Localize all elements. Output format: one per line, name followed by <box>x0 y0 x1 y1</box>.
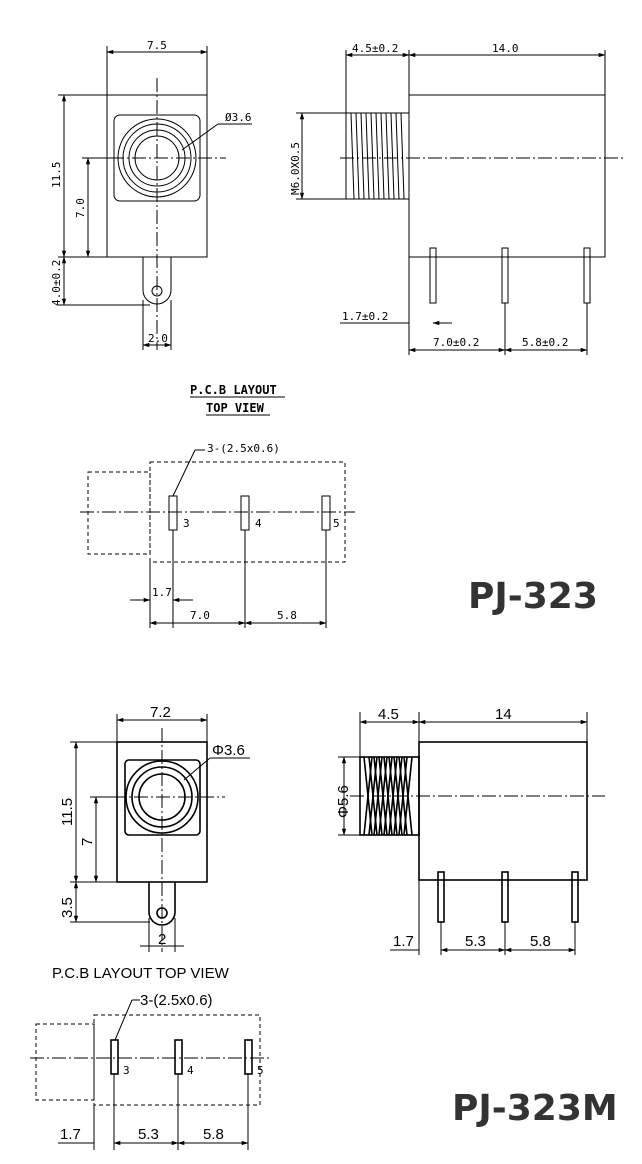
pj323-thread-len-label: 4.5±0.2 <box>352 42 398 55</box>
pj323m-pcb-hole-4 <box>174 1039 183 1075</box>
pj323-pitch2-label: 5.8±0.2 <box>522 336 568 349</box>
pj323m-thread-label: Φ5.6 <box>335 785 352 818</box>
pj323m-front-pin <box>148 882 176 926</box>
pj323-pcb-title: P.C.B LAYOUT <box>190 383 277 397</box>
pj323m-pcb-holes-label: 3-(2.5x0.6) <box>140 992 213 1009</box>
pj323m-pin-label-5: 5 <box>257 1064 264 1077</box>
pj323-pcb-d3-label: 5.8 <box>277 609 297 622</box>
pj323m-model-label: PJ-323M <box>452 1088 618 1129</box>
pj323-pitch1-label: 7.0±0.2 <box>433 336 479 349</box>
pj323m-front-view: 7.2 Φ3.6 11.5 7 3.5 2 <box>59 704 250 952</box>
pj323-pcb-hole-4 <box>240 495 250 531</box>
pj323-pin-label-4: 4 <box>255 517 262 530</box>
pj323m-pcb-hole-5 <box>244 1039 253 1075</box>
pj323m-pcb-body-outline <box>93 1014 261 1106</box>
pj323m-body-len-label: 14 <box>495 706 512 723</box>
pj323-pin-label-5: 5 <box>333 517 340 530</box>
pj323-side-body <box>408 94 606 258</box>
pj323-side-pin-3 <box>583 247 591 304</box>
pj323m-diameter-label: Φ3.6 <box>212 742 245 759</box>
pj323m-pcb-thread-outline <box>35 1023 95 1101</box>
pj323-center-height-label: 7.0 <box>74 198 87 218</box>
pj323-pcb-d2-label: 7.0 <box>190 609 210 622</box>
pj323m-pin-offset-label: 1.7 <box>393 933 414 950</box>
pj323-pcb-hole-5 <box>321 495 331 531</box>
pj323m-pcb-hole-3 <box>110 1039 119 1075</box>
pj323-model-label: PJ-323 <box>468 576 598 617</box>
pj323m-width-label: 7.2 <box>150 704 171 721</box>
pj323m-height-label: 11.5 <box>59 798 76 826</box>
pj323m-pin-label-3: 3 <box>123 1064 130 1077</box>
pj323-pin-width-label: 2.0 <box>148 332 168 345</box>
pj323-side-pin-1 <box>429 247 437 304</box>
pj323m-thread-len-label: 4.5 <box>378 706 399 723</box>
pj323-pcb-hole-3 <box>168 495 178 531</box>
pj323m-pitch2-label: 5.8 <box>530 933 551 950</box>
pj323-pcb-thread-outline <box>87 471 151 555</box>
pj323-pcb-d1-label: 1.7 <box>152 586 172 599</box>
pj323-pin-label-3: 3 <box>183 517 190 530</box>
pj323m-pcb-d3-label: 5.8 <box>203 1126 224 1143</box>
pj323m-pcb-d2-label: 5.3 <box>138 1126 159 1143</box>
pj323m-pcb-title: P.C.B LAYOUT TOP VIEW <box>52 965 230 982</box>
pj323-pcb-layout: P.C.B LAYOUT TOP VIEW 3 4 5 3-(2.5x0.6) … <box>80 383 355 628</box>
pj323m-pitch1-label: 5.3 <box>465 933 486 950</box>
pj323-height-label: 11.5 <box>50 162 63 189</box>
pj323-front-pin <box>142 257 172 305</box>
pj323m-pin-width-label: 2 <box>158 931 166 948</box>
pj323m-pcb-d1-label: 1.7 <box>60 1126 81 1143</box>
pj323m-pin-length-label: 3.5 <box>59 897 76 918</box>
pj323-pin-length-label: 4.0±0.2 <box>50 260 63 306</box>
pj323-width-label: 7.5 <box>147 39 167 52</box>
pj323-thread-label: M6.0X0.5 <box>289 142 302 195</box>
pj323-side-view: 4.5±0.2 14.0 M6.0X0.5 1.7±0.2 7.0±0.2 5.… <box>289 42 625 355</box>
pj323-thread <box>345 112 410 200</box>
pj323m-pin-label-4: 4 <box>187 1064 194 1077</box>
pj323m-side-body <box>418 741 588 881</box>
pj323m-side-view: 4.5 14 Φ5.6 1.7 5.3 5.8 <box>335 706 605 955</box>
pj323-thread-lines <box>350 112 405 200</box>
pj323m-center-height-label: 7 <box>79 838 96 846</box>
pj323-pin-offset-label: 1.7±0.2 <box>342 310 388 323</box>
pj323m-pcb-layout: P.C.B LAYOUT TOP VIEW 3 4 5 3-(2.5x0.6) … <box>30 965 270 1150</box>
pj323-front-view: 7.5 Ø3.6 11.5 7.0 4.0±0.2 2.0 <box>50 39 252 350</box>
pj323-diameter-label: Ø3.6 <box>225 111 252 124</box>
pj323-pcb-subtitle: TOP VIEW <box>206 401 265 415</box>
pj323-side-pin-2 <box>501 247 509 304</box>
pj323-pcb-holes-label: 3-(2.5x0.6) <box>207 442 280 455</box>
pj323-body-len-label: 14.0 <box>492 42 519 55</box>
